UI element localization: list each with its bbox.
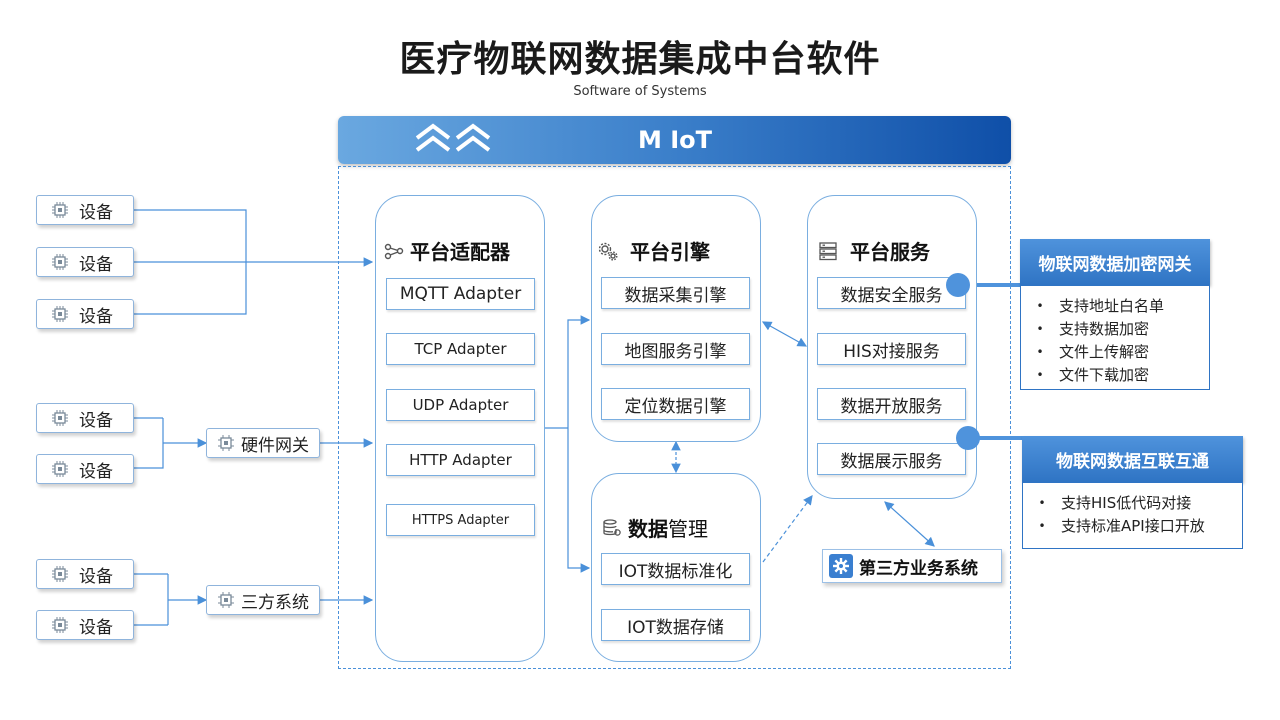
callout-connector-dot: [956, 426, 980, 450]
device-node[interactable]: 设备: [36, 610, 134, 640]
chip-icon: [52, 254, 68, 270]
chip-icon: [52, 410, 68, 426]
service-item-security[interactable]: 数据安全服务: [817, 277, 966, 309]
hardware-gateway-label: 硬件网关: [241, 435, 309, 456]
callout-connector-dot: [946, 273, 970, 297]
double-chevron-up-icon: [415, 123, 491, 152]
banner-label: M IoT: [637, 126, 713, 154]
device-node[interactable]: 设备: [36, 403, 134, 433]
data-management-title-bold: 数据: [628, 517, 668, 541]
chip-icon: [52, 566, 68, 582]
data-item-storage[interactable]: IOT数据存储: [601, 609, 750, 641]
engine-item-map[interactable]: 地图服务引擎: [601, 333, 750, 365]
encrypt-gateway-title: 物联网数据加密网关: [1020, 239, 1210, 285]
service-panel-title: 平台服务: [818, 236, 930, 265]
device-node[interactable]: 设备: [36, 559, 134, 589]
interop-list: •支持HIS低代码对接 •支持标准API接口开放: [1022, 482, 1243, 549]
adapter-item-https[interactable]: HTTPS Adapter: [386, 504, 535, 536]
device-label: 设备: [79, 306, 113, 327]
device-node[interactable]: 设备: [36, 247, 134, 277]
device-label: 设备: [79, 410, 113, 431]
device-label: 设备: [79, 254, 113, 275]
engine-item-location[interactable]: 定位数据引擎: [601, 388, 750, 420]
encrypt-item-text: 文件下载加密: [1059, 366, 1150, 384]
data-management-title-rest: 管理: [668, 517, 708, 541]
chip-icon: [218, 435, 234, 451]
data-management-title: 数据管理: [602, 513, 708, 542]
device-node[interactable]: 设备: [36, 454, 134, 484]
server-stack-icon: [819, 241, 837, 260]
engine-item-collect[interactable]: 数据采集引擎: [601, 277, 750, 309]
chip-icon: [218, 592, 234, 608]
adapter-item-mqtt[interactable]: MQTT Adapter: [386, 278, 535, 310]
encrypt-gateway-list: •支持地址白名单 •支持数据加密 •文件上传解密 •文件下载加密: [1020, 285, 1210, 390]
adapter-panel: [375, 195, 545, 662]
service-item-open[interactable]: 数据开放服务: [817, 388, 966, 420]
database-gear-icon: [603, 518, 621, 536]
chip-icon: [52, 461, 68, 477]
platform-frame: [338, 166, 1011, 669]
gears-icon: [598, 242, 618, 260]
device-label: 设备: [79, 566, 113, 587]
encrypt-item-text: 支持数据加密: [1059, 320, 1150, 338]
list-item: •支持标准API接口开放: [1038, 517, 1205, 535]
gear-icon: [829, 554, 853, 578]
service-panel-title-text: 平台服务: [850, 240, 930, 264]
device-node[interactable]: 设备: [36, 299, 134, 329]
third-party-source-node[interactable]: 三方系统: [206, 585, 320, 615]
device-label: 设备: [79, 461, 113, 482]
device-node[interactable]: 设备: [36, 195, 134, 225]
service-item-his[interactable]: HIS对接服务: [817, 333, 966, 365]
adapter-item-tcp[interactable]: TCP Adapter: [386, 333, 535, 365]
encrypt-item-text: 文件上传解密: [1059, 343, 1150, 361]
page-title: 医疗物联网数据集成中台软件: [399, 39, 881, 80]
page-subtitle: Software of Systems: [573, 84, 707, 99]
device-label: 设备: [79, 202, 113, 223]
service-item-display[interactable]: 数据展示服务: [817, 443, 966, 475]
list-item: •支持HIS低代码对接: [1038, 494, 1192, 512]
third-party-system-label: 第三方业务系统: [859, 558, 978, 579]
data-item-standardize[interactable]: IOT数据标准化: [601, 553, 750, 585]
list-item: •文件上传解密: [1036, 343, 1150, 361]
device-label: 设备: [79, 617, 113, 638]
chip-icon: [52, 306, 68, 322]
interop-title: 物联网数据互联互通: [1022, 436, 1243, 482]
adapter-item-udp[interactable]: UDP Adapter: [386, 389, 535, 421]
list-item: •文件下载加密: [1036, 366, 1150, 384]
chip-icon: [52, 202, 68, 218]
interop-item-text: 支持HIS低代码对接: [1061, 494, 1192, 512]
list-item: •支持地址白名单: [1036, 297, 1165, 315]
adapter-item-http[interactable]: HTTP Adapter: [386, 444, 535, 476]
chip-icon: [52, 617, 68, 633]
third-party-source-label: 三方系统: [241, 592, 309, 613]
adapter-panel-title-text: 平台适配器: [410, 240, 510, 264]
hardware-gateway-node[interactable]: 硬件网关: [206, 428, 320, 458]
interop-item-text: 支持标准API接口开放: [1061, 517, 1205, 535]
engine-panel-title: 平台引擎: [598, 236, 710, 265]
list-item: •支持数据加密: [1036, 320, 1150, 338]
engine-panel-title-text: 平台引擎: [630, 240, 710, 264]
encrypt-item-text: 支持地址白名单: [1059, 297, 1165, 315]
third-party-system-node[interactable]: 第三方业务系统: [822, 549, 1002, 583]
adapter-panel-title: 平台适配器: [384, 236, 510, 265]
miot-banner: [338, 116, 1011, 164]
share-nodes-icon: [384, 243, 404, 259]
